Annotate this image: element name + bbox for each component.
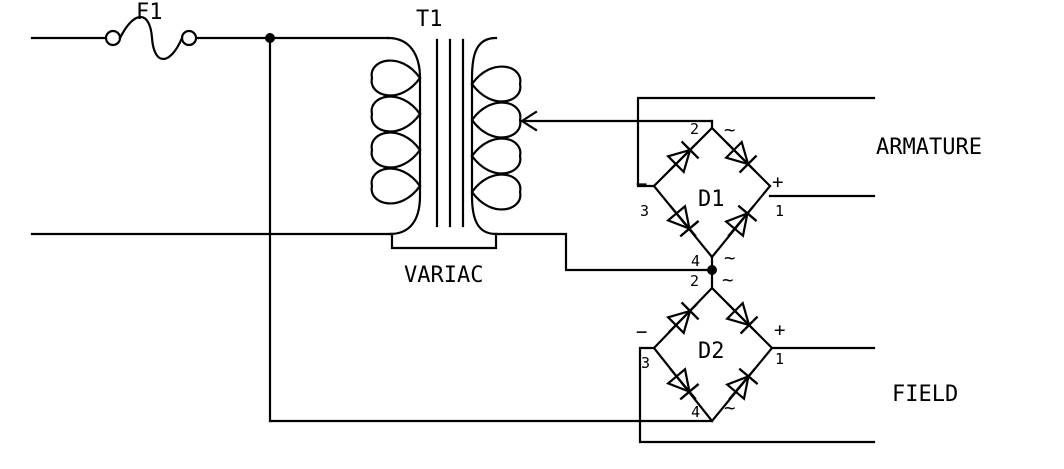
variac-wiper-arrow (519, 110, 714, 132)
diode-d1-d (717, 196, 765, 246)
armature-label: ARMATURE (876, 135, 982, 160)
bridge1-pin3: 3 (640, 202, 649, 220)
bridge2-pin1: 1 (775, 350, 784, 368)
bridge2-plus: + (774, 319, 785, 341)
variac-label: VARIAC (404, 263, 483, 288)
bridge2-ac-bottom: ~ (724, 397, 735, 419)
bridge2-ref: D2 (698, 339, 725, 364)
field-label: FIELD (892, 382, 958, 407)
wire-armature-negative (636, 96, 876, 188)
variac-core (435, 38, 465, 228)
bridge1-pin4: 4 (691, 252, 700, 270)
variac-secondary-winding (470, 36, 522, 236)
wire-secondary-return (494, 232, 714, 272)
bridge1-ac-bottom: ~ (724, 247, 735, 269)
diode-d2-c (659, 359, 707, 409)
fuse-f1 (104, 16, 198, 60)
variac-primary-winding (370, 36, 422, 236)
bridge2-minus: − (636, 321, 647, 343)
bridge1-pin1: 1 (775, 202, 784, 220)
bridge2-ac-top: ~ (722, 269, 733, 291)
bridge1-minus: − (636, 173, 647, 195)
fuse-label: F1 (136, 0, 163, 25)
wire-field-negative (638, 346, 876, 444)
bridge-d2 (652, 286, 774, 423)
bridge1-plus: + (772, 171, 783, 193)
bridge2-pin2: 2 (690, 272, 699, 290)
bridge1-ac-top: ~ (724, 119, 735, 141)
bridge1-pin2: 2 (690, 120, 699, 138)
bridge1-ref: D1 (698, 187, 725, 212)
bridge2-pin3: 3 (641, 354, 650, 372)
bridge2-pin4: 4 (691, 403, 700, 421)
bridge-d1 (652, 126, 772, 259)
transformer-ref-label: T1 (416, 7, 443, 32)
variac-bracket (390, 232, 498, 250)
